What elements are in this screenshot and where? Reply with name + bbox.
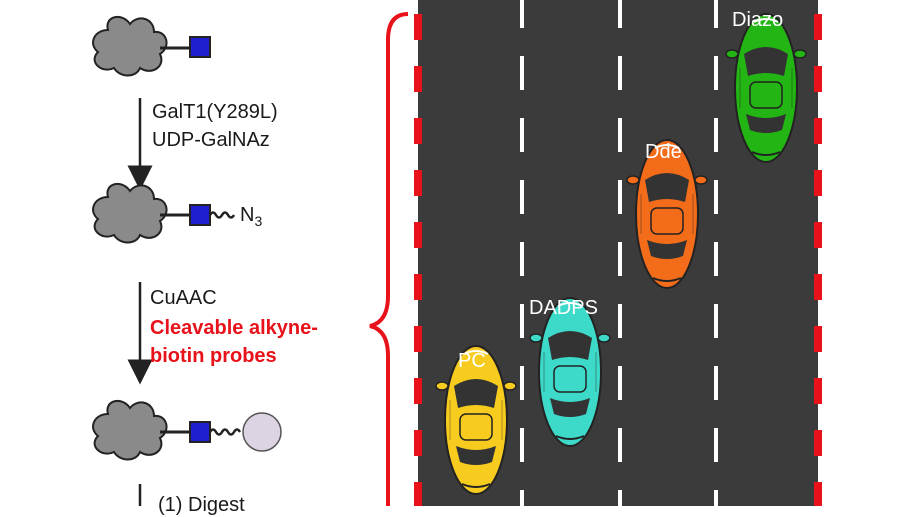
biotin-sphere xyxy=(242,412,282,452)
lane-dash xyxy=(714,428,718,462)
red-brace xyxy=(369,12,409,506)
car-label-dadps: DADPS xyxy=(529,297,598,319)
lane-dash xyxy=(618,56,622,90)
curb-stripe xyxy=(814,274,822,300)
car-label-pc: PC xyxy=(458,350,486,372)
curb-stripe xyxy=(414,14,422,40)
lane-dash xyxy=(714,242,718,276)
lane-dash xyxy=(714,118,718,152)
curb-stripe xyxy=(414,66,422,92)
curb-stripe xyxy=(814,170,822,196)
curb-stripe xyxy=(814,430,822,456)
lane-dash xyxy=(714,0,718,28)
lane-dash xyxy=(618,304,622,338)
curb-stripe xyxy=(814,326,822,352)
curb-stripe xyxy=(814,482,822,506)
curb-stripe xyxy=(814,222,822,248)
azide-labeled-molecule xyxy=(92,182,236,244)
lane-dash xyxy=(714,490,718,506)
lane-dash xyxy=(520,118,524,152)
lane-dash xyxy=(714,180,718,214)
curb-stripe xyxy=(414,378,422,404)
biotin-probe-molecule xyxy=(92,399,282,461)
car-label-dde: Dde xyxy=(645,141,682,163)
next-step-label: (1) Digest xyxy=(158,494,245,516)
protein-sugar-molecule xyxy=(92,15,211,77)
lane-markings xyxy=(520,0,718,506)
lane-dash xyxy=(618,118,622,152)
lane-dash xyxy=(520,304,524,338)
lane-dash xyxy=(618,0,622,28)
curb-stripe xyxy=(414,274,422,300)
reaction-label: CuAAC xyxy=(150,287,217,309)
lane-dash xyxy=(714,56,718,90)
linker-chain xyxy=(208,211,236,219)
lane-dash xyxy=(520,0,524,28)
diagram-canvas xyxy=(92,0,822,506)
curb-markings xyxy=(414,14,822,506)
lane-dash xyxy=(520,366,524,400)
curb-stripe xyxy=(414,326,422,352)
lane-dash xyxy=(618,366,622,400)
lane-dash xyxy=(520,490,524,506)
car-label-diazo: Diazo xyxy=(732,9,784,31)
probes-label-line2: biotin probes xyxy=(150,345,277,367)
enzyme-label: GalT1(Y289L) xyxy=(152,101,278,123)
curb-stripe xyxy=(414,430,422,456)
lane-dash xyxy=(714,304,718,338)
curb-stripe xyxy=(414,170,422,196)
curb-stripe xyxy=(814,14,822,40)
lane-dash xyxy=(618,242,622,276)
curb-stripe xyxy=(414,482,422,506)
lane-dash xyxy=(618,180,622,214)
curb-stripe xyxy=(814,378,822,404)
lane-dash xyxy=(520,56,524,90)
curb-stripe xyxy=(814,66,822,92)
lane-dash xyxy=(520,428,524,462)
lane-dash xyxy=(714,366,718,400)
curb-stripe xyxy=(414,118,422,144)
lane-dash xyxy=(618,490,622,506)
probes-label-line1: Cleavable alkyne- xyxy=(150,317,318,339)
curb-stripe xyxy=(814,118,822,144)
lane-dash xyxy=(520,180,524,214)
azide-label: N3 xyxy=(240,204,263,229)
curb-stripe xyxy=(414,222,422,248)
donor-label: UDP-GalNAz xyxy=(152,129,270,151)
lane-dash xyxy=(520,242,524,276)
lane-dash xyxy=(618,428,622,462)
